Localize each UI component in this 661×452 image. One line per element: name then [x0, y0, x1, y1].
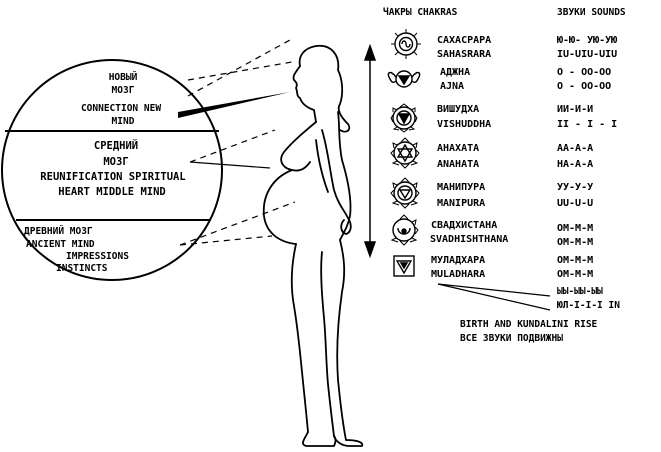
chakra-name-ru: СВАДХИСТАНА: [431, 220, 498, 231]
vishuddha-symbol: [390, 103, 418, 133]
spine-arrow: [363, 43, 377, 259]
chakra-name-en: MANIPURA: [437, 198, 486, 209]
birth-caption-en: BIRTH AND KUNDALINI RISE: [460, 319, 598, 330]
chakra-name-en: AJNA: [440, 81, 465, 92]
chakra-sound-ru: УУ-У-У: [557, 182, 594, 193]
birth-sound-en: ЮЛ-I-I-I IN: [557, 300, 620, 311]
chakra-sound-ru: ОМ-М-М: [557, 223, 594, 234]
chakra-name-en: SAHASRARA: [437, 49, 492, 60]
brain-new-en2: MIND: [111, 116, 135, 127]
chakra-sound-en: ОМ-М-М: [557, 237, 594, 248]
brain-new-ru: НОВЫЙ: [108, 72, 138, 83]
manipura-symbol: [390, 177, 420, 209]
anahata-symbol: [390, 137, 420, 169]
brain-new-en: CONNECTION NEW: [80, 103, 162, 114]
chakra-name-ru: АДЖНА: [440, 67, 471, 78]
chakra-sound-en: ОМ-М-М: [557, 269, 594, 280]
brain-ancient-en2: IMPRESSIONS: [66, 251, 129, 262]
chakra-sound-en: О - ОО-ОО: [557, 81, 612, 92]
chakra-sound-en: IU-UIU-UIU: [557, 49, 618, 60]
chakra-name-ru: ВИШУДХА: [437, 104, 480, 115]
sounds-header: ЗВУКИ SOUNDS: [557, 7, 626, 18]
chakra-sound-en: НА-А-А: [557, 159, 594, 170]
chakra-name-en: ANAHATA: [437, 159, 480, 170]
chakra-sound-ru: АА-А-А: [557, 143, 594, 154]
connection-lines: [178, 39, 296, 246]
chakra-name-en: MULADHARA: [431, 269, 486, 280]
chakra-name-ru: МАНИПУРА: [437, 182, 486, 193]
chakra-sound-ru: Ю-Ю- УЮ-УЮ: [557, 35, 618, 46]
sahasrara-symbol: [391, 29, 421, 59]
chakra-sound-en: UU-U-U: [557, 198, 594, 209]
brain-middle-en2: HEART MIDDLE MIND: [58, 186, 166, 198]
chakra-sound-ru: О - ОО-ОО: [557, 67, 612, 78]
brain-new-ru2: МОЗГ: [111, 85, 135, 96]
chakra-name-ru: САХАСРАРА: [437, 35, 492, 46]
brain-ancient-ru: ДРЕВНИЙ МОЗГ: [24, 226, 93, 237]
brain-ancient-en3: INSTINCTS: [56, 263, 108, 274]
figure-silhouette: [262, 44, 364, 447]
brain-middle-ru2: МОЗГ: [103, 156, 129, 168]
muladhara-symbol: [393, 255, 415, 277]
chakra-sound-en: II - I - I: [557, 119, 618, 130]
chakra-name-ru: МУЛАДХАРА: [431, 255, 486, 266]
chakra-sound-ru: ОМ-М-М: [557, 255, 594, 266]
birth-sound-ru: ЫЫ-ЫЫ-ЫЫ: [557, 286, 603, 297]
brain-circle: [1, 59, 223, 281]
svadhisthana-symbol: [390, 214, 419, 246]
brain-middle-ru: СРЕДНИЙ: [93, 140, 139, 152]
birth-caption-ru: ВСЕ ЗВУКИ ПОДВИЖНЫ: [460, 333, 563, 344]
brain-middle-en: REUNIFICATION SPIRITUAL: [40, 171, 186, 183]
birth-lines: [437, 283, 551, 311]
chakras-header: ЧАКРЫ CHAKRAS: [383, 7, 458, 18]
ajna-symbol: [387, 70, 421, 88]
chakra-name-en: SVADHISHTHANA: [430, 234, 509, 245]
brain-ancient-en: ANCIENT MIND: [26, 239, 95, 250]
chakra-name-ru: АНАХАТА: [437, 143, 480, 154]
chakra-sound-ru: ИИ-И-И: [557, 104, 594, 115]
chakra-name-en: VISHUDDHA: [437, 119, 492, 130]
